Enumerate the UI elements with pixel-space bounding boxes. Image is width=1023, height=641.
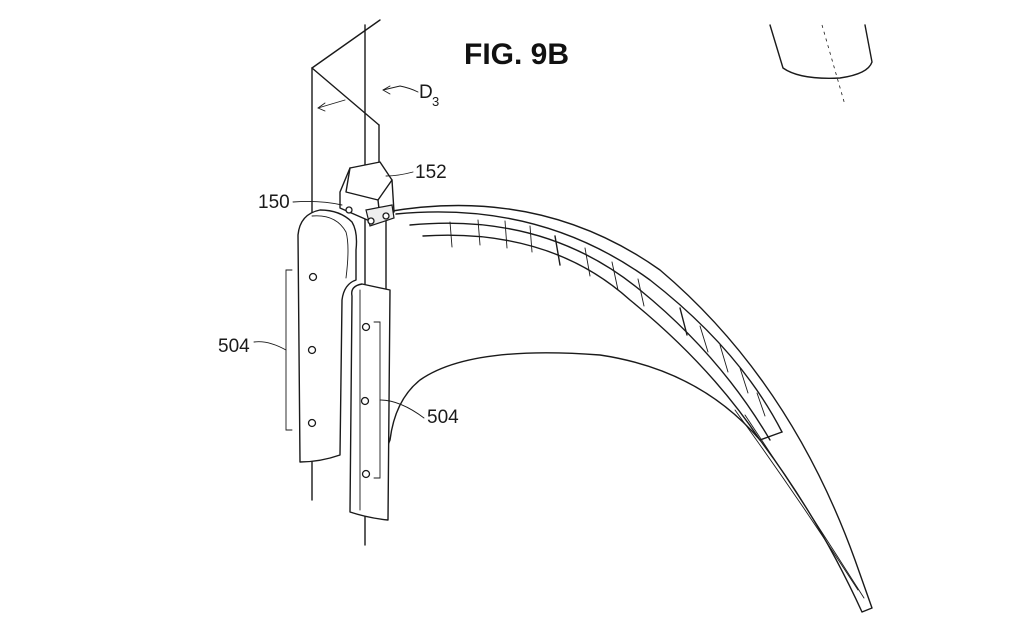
ref-504-left-label: 504 xyxy=(218,336,250,357)
dimension-d3: D 3 xyxy=(317,82,439,112)
figure-title: FIG. 9B xyxy=(464,38,569,71)
dimension-subscript: 3 xyxy=(432,94,439,109)
ref-504-right-label: 504 xyxy=(427,407,459,428)
upper-right-body xyxy=(769,24,873,106)
ref-150-label: 150 xyxy=(258,192,290,213)
curved-arm xyxy=(385,204,873,613)
right-plate xyxy=(349,283,391,521)
bracket-504-left xyxy=(253,269,293,431)
leader-152 xyxy=(385,171,414,177)
bracket-504-right xyxy=(373,321,425,479)
ref-152-label: 152 xyxy=(415,162,447,183)
leader-150 xyxy=(292,200,343,206)
hub-bracket xyxy=(339,161,395,227)
dimension-label: D xyxy=(419,82,433,103)
left-plate xyxy=(297,209,358,463)
